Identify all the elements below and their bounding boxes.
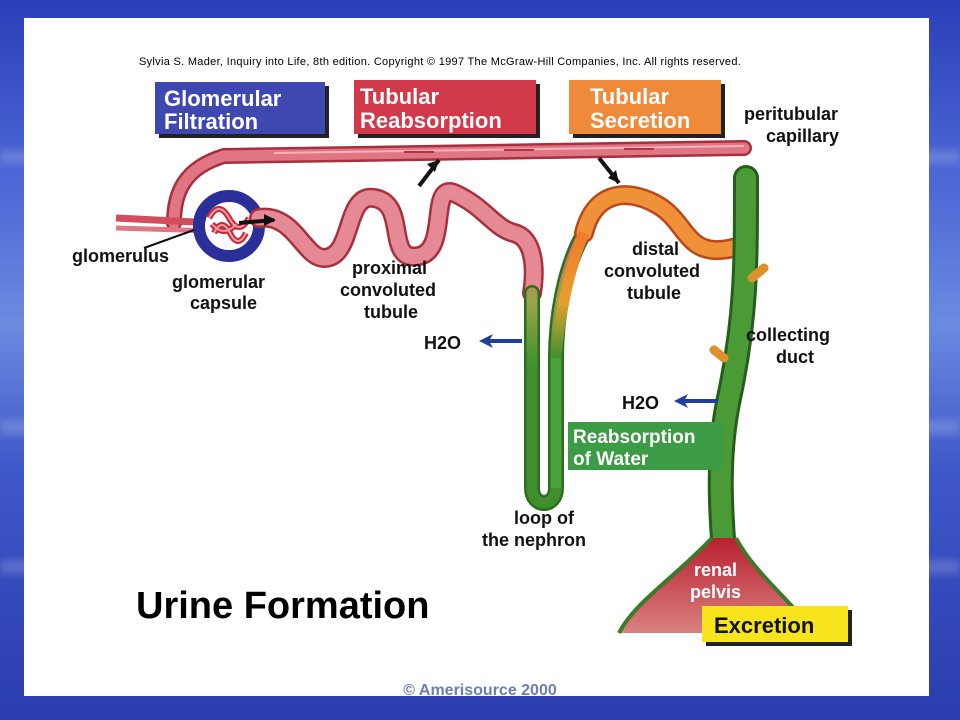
slide-panel: Sylvia S. Mader, Inquiry into Life, 8th … — [24, 18, 929, 696]
water-arrow-left — [479, 334, 522, 348]
tubular-reabsorption-box: Tubular Reabsorption — [354, 80, 540, 138]
glomerular-filtration-box: Glomerular Filtration — [155, 82, 329, 138]
capsule-label-1: glomerular — [172, 272, 265, 292]
water-right-label: H2O — [622, 393, 659, 413]
proximal-label-3: tubule — [364, 302, 418, 322]
tubular-secretion-box: Tubular Secretion — [569, 80, 725, 138]
proximal-label-2: convoluted — [340, 280, 436, 300]
capsule-label-2: capsule — [190, 293, 257, 313]
excretion-box: Excretion — [702, 606, 852, 646]
peritubular-capillary — [166, 140, 752, 231]
water-left-label: H2O — [424, 333, 461, 353]
distal-label-2: convoluted — [604, 261, 700, 281]
reabsorption-arrow — [417, 158, 441, 188]
proximal-convoluted-tubule — [251, 184, 542, 301]
footer-text: © Amerisource 2000 — [403, 682, 557, 699]
glomerulus-coil — [206, 206, 252, 244]
collecting-label-2: duct — [776, 347, 814, 367]
distal-convoluted-tubule — [576, 187, 754, 258]
glomerulus-label: glomerulus — [72, 246, 169, 266]
filtration-line1: Glomerular — [164, 86, 282, 111]
filtration-arrow — [238, 214, 276, 226]
water-box-line1: Reabsorption — [573, 427, 695, 448]
collecting-duct — [707, 165, 769, 571]
reabsorption-line1: Tubular — [360, 84, 439, 109]
reabsorption-of-water-box: Reabsorption of Water — [568, 422, 723, 470]
diagram-title: Urine Formation — [136, 585, 429, 627]
pelvis-label-2: pelvis — [690, 582, 741, 602]
pelvis-label-1: renal — [694, 560, 737, 580]
reabsorption-line2: Reabsorption — [360, 108, 502, 133]
distal-label-1: distal — [632, 239, 679, 259]
water-box-line2: of Water — [573, 449, 649, 470]
proximal-label-1: proximal — [352, 258, 427, 278]
glomerulus-pointer — [143, 229, 195, 249]
distal-transition — [550, 230, 590, 359]
peritubular-label-2: capillary — [766, 126, 839, 146]
copyright-text: Sylvia S. Mader, Inquiry into Life, 8th … — [139, 56, 741, 68]
urine-formation-diagram: Sylvia S. Mader, Inquiry into Life, 8th … — [72, 56, 852, 646]
secretion-line1: Tubular — [590, 84, 669, 109]
filtration-line2: Filtration — [164, 109, 258, 134]
collecting-label-1: collecting — [746, 325, 830, 345]
secretion-line2: Secretion — [590, 108, 690, 133]
peritubular-label-1: peritubular — [744, 104, 838, 124]
water-arrow-right — [674, 394, 718, 408]
secretion-arrow — [597, 156, 621, 185]
loop-label-2: the nephron — [482, 530, 586, 550]
loop-label-1: loop of — [514, 508, 575, 528]
excretion-label: Excretion — [714, 613, 814, 638]
distal-label-3: tubule — [627, 283, 681, 303]
